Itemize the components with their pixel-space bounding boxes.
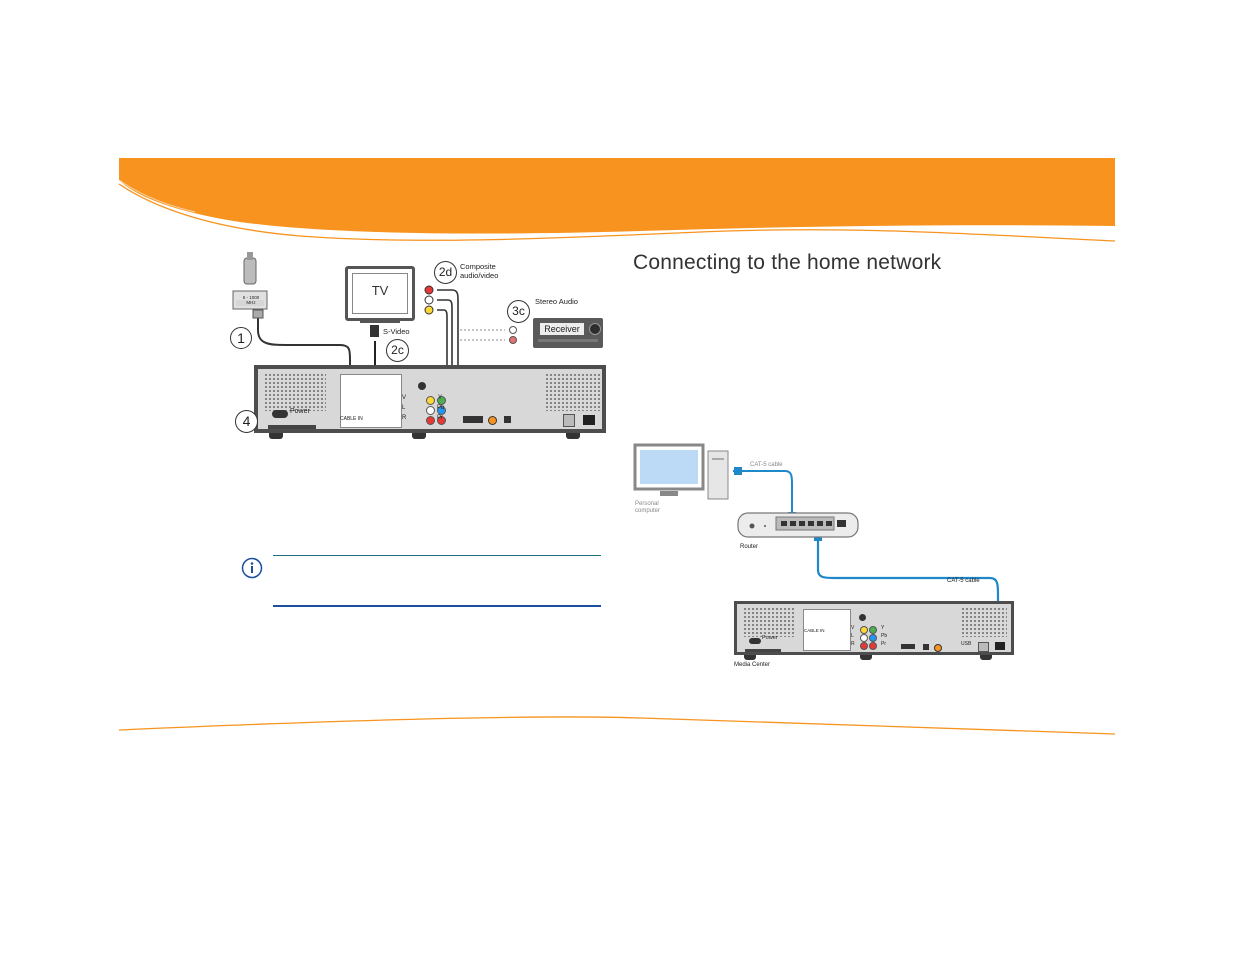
personal-computer-label: Personal computer bbox=[635, 501, 661, 514]
jack-y-label: Y bbox=[438, 395, 443, 401]
callout-4: 4 bbox=[235, 410, 258, 433]
right-av-jacks bbox=[860, 626, 877, 650]
media-center-label: Media Center bbox=[734, 662, 771, 668]
dvi-port bbox=[463, 416, 483, 423]
tv: TV bbox=[345, 266, 415, 321]
moxi-logo: moxi ™ bbox=[975, 200, 1039, 230]
receiver: Receiver bbox=[533, 318, 603, 348]
right-media-center bbox=[734, 601, 1014, 655]
s-video-jack bbox=[418, 382, 426, 390]
right-vent-1 bbox=[743, 607, 795, 637]
right-usb-port bbox=[978, 642, 989, 652]
section-title: Connecting to the home network bbox=[633, 251, 942, 274]
right-jack-l-label: L bbox=[851, 633, 854, 639]
right-jack-y-label: Y bbox=[881, 625, 885, 631]
right-ethernet-port bbox=[995, 642, 1005, 650]
left-vent-2 bbox=[545, 373, 600, 411]
front-slot bbox=[268, 425, 316, 429]
note-bottom-rule bbox=[273, 605, 601, 607]
receiver-label: Receiver bbox=[540, 323, 584, 335]
usb-ports bbox=[563, 414, 575, 427]
right-cable-in-label: CABLE IN bbox=[804, 628, 825, 633]
tv-label: TV bbox=[371, 283, 389, 298]
av-jacks bbox=[426, 396, 446, 426]
power-switch-icon bbox=[272, 410, 288, 418]
right-jack-pr-label: Pr bbox=[881, 641, 886, 647]
cable-in-panel bbox=[340, 374, 402, 428]
callout-2c: 2c bbox=[386, 339, 409, 362]
right-jack-v-label: V bbox=[851, 625, 855, 631]
right-jack-pb-label: Pb bbox=[881, 633, 888, 639]
cable-wiring bbox=[232, 252, 517, 423]
network-cables bbox=[633, 443, 1002, 632]
trademark: ™ bbox=[1030, 203, 1035, 209]
right-foot-1 bbox=[744, 655, 756, 660]
jack-pr-label: Pr bbox=[437, 415, 443, 421]
cable-in-label: CABLE IN bbox=[340, 416, 363, 422]
callout-3c: 3c bbox=[507, 300, 530, 323]
header-band bbox=[118, 158, 1116, 242]
callout-1: 1 bbox=[230, 327, 252, 349]
right-power-label: Power bbox=[762, 635, 778, 641]
cat5-top-label: CAT-5 cable bbox=[750, 462, 783, 468]
left-foot-2 bbox=[412, 433, 426, 439]
router-label: Router bbox=[740, 544, 759, 550]
right-vent-2 bbox=[961, 607, 1007, 637]
right-s-video-jack bbox=[859, 614, 866, 621]
left-vent-1 bbox=[264, 373, 326, 411]
usb-label: USB bbox=[961, 641, 972, 647]
s-video-label: S-Video bbox=[383, 327, 410, 336]
right-front-slot bbox=[745, 649, 781, 652]
note-top-rule bbox=[273, 555, 601, 556]
right-coax-out bbox=[934, 644, 942, 652]
coax-out bbox=[488, 416, 497, 425]
cat5-bottom-label: CAT-5 cable bbox=[947, 578, 980, 584]
callout-2d: 2d bbox=[434, 261, 457, 284]
right-dvi-port bbox=[901, 644, 915, 649]
right-power-switch-icon bbox=[749, 638, 761, 644]
jack-v-label: V bbox=[402, 395, 407, 401]
optical-port bbox=[504, 416, 511, 423]
ethernet-port bbox=[583, 415, 595, 425]
power-label: Power bbox=[290, 408, 310, 415]
right-foot-3 bbox=[980, 655, 992, 660]
info-icon bbox=[241, 557, 263, 579]
left-foot-3 bbox=[566, 433, 580, 439]
footer-curve bbox=[118, 716, 1116, 735]
composite-label: Composite audio/video bbox=[460, 262, 499, 280]
right-foot-2 bbox=[860, 655, 872, 660]
left-foot-1 bbox=[269, 433, 283, 439]
jack-l-label: L bbox=[402, 405, 406, 411]
left-media-center bbox=[254, 365, 606, 433]
stereo-audio-label: Stereo Audio bbox=[535, 297, 578, 306]
logo-text: moxi bbox=[975, 198, 1040, 228]
right-optical-port bbox=[923, 644, 929, 650]
right-cable-in-panel bbox=[803, 609, 851, 651]
jack-pb-label: Pb bbox=[437, 405, 445, 411]
splitter-label: 5 - 1000 MHz bbox=[242, 295, 260, 305]
jack-r-label: R bbox=[402, 415, 407, 421]
tv-stand bbox=[360, 319, 400, 323]
right-jack-r-label: R bbox=[851, 641, 855, 647]
